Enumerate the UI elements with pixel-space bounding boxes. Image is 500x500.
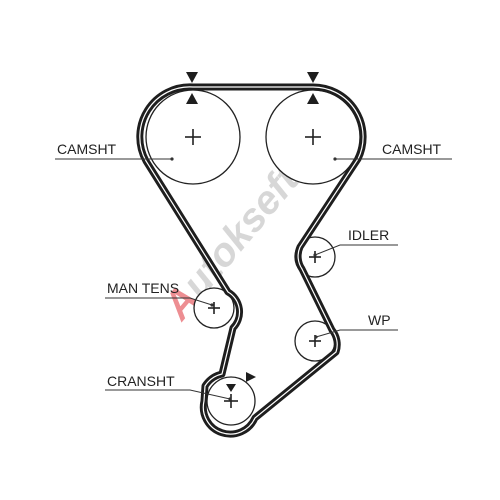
label-idler: IDLER (348, 227, 389, 243)
label-water-pump: WP (368, 312, 391, 328)
timing-belt-inner-line (139, 86, 364, 435)
timing-mark-right (307, 72, 319, 104)
timing-mark-left (186, 72, 198, 104)
timing-mark-crankshaft (226, 372, 256, 392)
label-crankshaft: CRANSHT (107, 373, 175, 389)
leader-lines (55, 157, 452, 401)
camshaft-left-pulley (145, 89, 241, 185)
manual-tensioner-pulley (193, 287, 235, 329)
label-manual-tensioner: MAN TENS (107, 280, 179, 296)
camshaft-right-pulley (265, 89, 361, 185)
label-camshaft-left: CAMSHT (57, 141, 117, 157)
label-camshaft-right: CAMSHT (382, 141, 442, 157)
